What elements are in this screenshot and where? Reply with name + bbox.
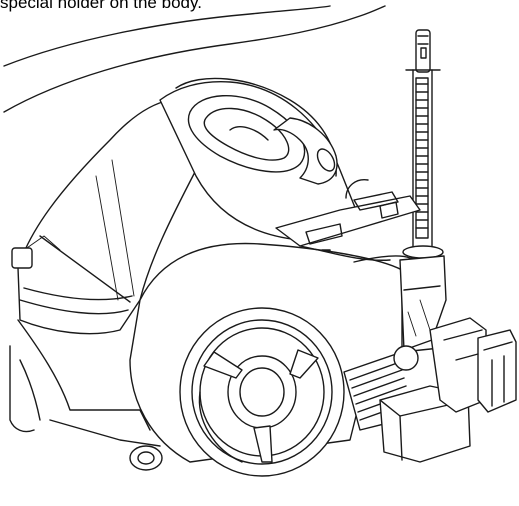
hose-lines xyxy=(3,5,386,113)
accessory-holder xyxy=(343,255,517,463)
instruction-text: special holder on the body. xyxy=(0,0,202,12)
rear-wheel xyxy=(179,307,345,477)
telescopic-tube xyxy=(402,29,444,259)
